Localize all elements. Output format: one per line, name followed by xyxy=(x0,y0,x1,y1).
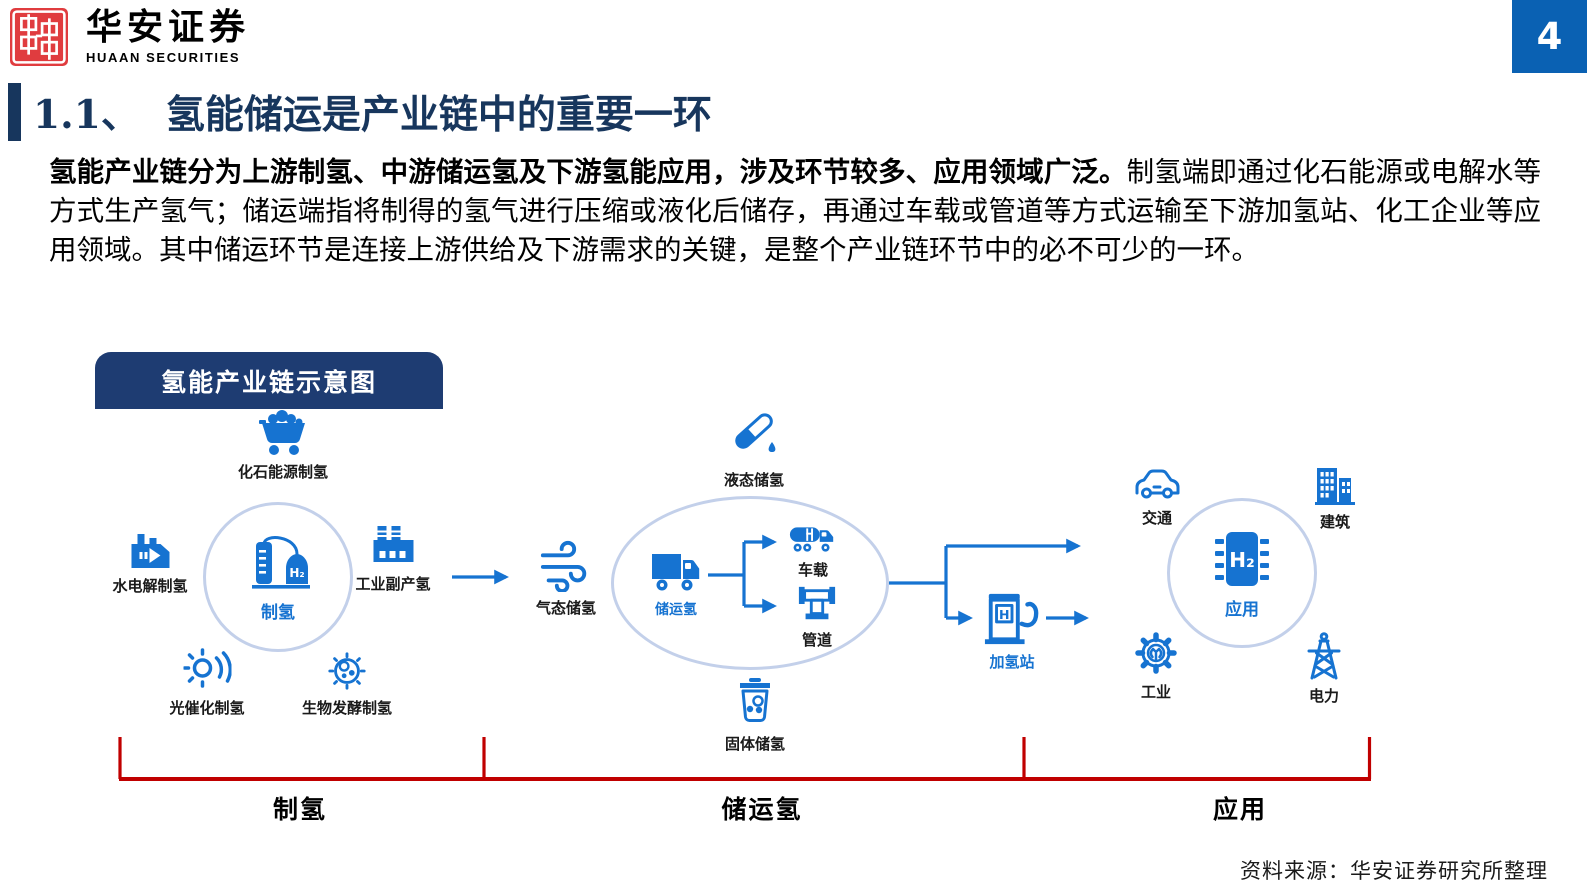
photocatalytic-label: 光催化制氢 xyxy=(169,699,245,717)
factory-icon xyxy=(372,526,413,562)
body-rest: 制氢端即通过化石能源或电解水等方式生产氢气；储运端指将制得的氢气进行压缩或液化后… xyxy=(49,156,1542,266)
production-hub-circle: H₂ 制氢 xyxy=(203,502,353,652)
building-icon xyxy=(1315,468,1355,505)
title-text: 氢能储运是产业链中的重要一环 xyxy=(165,92,712,138)
tanker-truck-icon xyxy=(789,527,834,552)
sun-rays-icon xyxy=(182,648,231,688)
application-hub-circle: H₂ 应用 xyxy=(1167,498,1317,648)
application-hub-label: 应用 xyxy=(1225,599,1259,620)
power-label: 电力 xyxy=(1308,687,1339,705)
node-biofermentation: 生物发酵制氢 xyxy=(302,650,392,718)
chip-h2-text: H₂ xyxy=(1229,548,1255,572)
body-paragraph: 氢能产业链分为上游制氢、中游储运氢及下游氢能应用，涉及环节较多、应用领域广泛。制… xyxy=(49,153,1541,270)
node-electrolysis: 水电解制氢 xyxy=(112,528,188,596)
section-label-production: 制氢 xyxy=(272,795,328,824)
node-photocatalytic: 光催化制氢 xyxy=(169,646,245,718)
company-logo: 华安证券 HUAAN SECURITIES xyxy=(10,6,251,66)
tank-h2-text: H₂ xyxy=(289,566,304,580)
source-note: 资料来源：华安证券研究所整理 xyxy=(1240,859,1548,883)
node-refueling-station: H 加氢站 xyxy=(983,590,1041,672)
production-hub-label: 制氢 xyxy=(261,602,295,623)
node-liquid-storage: 液态储氢 xyxy=(724,412,784,490)
mining-cart-icon xyxy=(258,410,305,455)
car-icon xyxy=(1135,469,1180,499)
pipeline-icon xyxy=(798,586,836,620)
gear-wrench-icon xyxy=(1135,632,1177,674)
logo-company-name: 华安证券 xyxy=(86,6,251,48)
test-tube-icon xyxy=(735,413,776,452)
node-transport: 交通 xyxy=(1133,462,1181,528)
page-number-badge: 4 xyxy=(1512,0,1587,73)
section-number: 1.1、 xyxy=(33,92,140,138)
biofermentation-label: 生物发酵制氢 xyxy=(301,699,393,717)
refueling-station-label: 加氢站 xyxy=(989,653,1035,671)
building-label: 建筑 xyxy=(1319,513,1350,531)
body-lead-bold: 氢能产业链分为上游制氢、中游储运氢及下游氢能应用，涉及环节较多、应用领域广泛。 xyxy=(49,156,1127,188)
logo-text: 华安证券 HUAAN SECURITIES xyxy=(86,6,251,65)
byproduct-label: 工业副产氢 xyxy=(355,575,431,593)
solid-storage-label: 固体储氢 xyxy=(724,735,786,753)
industry-label: 工业 xyxy=(1140,683,1171,701)
node-storage-truck: 储运氢 xyxy=(648,546,704,619)
title-accent-bar xyxy=(8,83,21,141)
node-power: 电力 xyxy=(1302,632,1346,706)
gaseous-storage-label: 气态储氢 xyxy=(535,599,597,617)
pipeline-label: 管道 xyxy=(801,631,832,649)
hydrogen-pump-icon: H xyxy=(984,593,1039,645)
electrolysis-label: 水电解制氢 xyxy=(112,577,188,595)
node-gaseous-storage: 气态储氢 xyxy=(536,538,596,618)
section-label-application: 应用 xyxy=(1212,795,1268,824)
diagram-title-box: 氢能产业链示意图 xyxy=(95,352,443,409)
h2-chip-icon: H₂ xyxy=(1215,531,1269,586)
storage-truck-label: 储运氢 xyxy=(655,602,697,618)
box-truck-icon xyxy=(652,554,700,591)
hydrogen-production-icon: H₂ xyxy=(252,535,310,589)
page-title: 1.1、氢能储运是产业链中的重要一环 xyxy=(33,84,712,140)
node-byproduct: 工业副产氢 xyxy=(355,524,431,594)
transport-label: 交通 xyxy=(1141,509,1172,527)
storage-bin-icon xyxy=(739,678,770,723)
node-pipeline: 管道 xyxy=(797,584,837,650)
liquid-storage-label: 液态储氢 xyxy=(723,471,785,489)
electrolysis-plant-icon xyxy=(130,534,169,568)
node-fossil-energy: 化石能源制氢 xyxy=(238,408,328,482)
wind-icon xyxy=(540,540,587,592)
node-vehicle-transport: 车载 xyxy=(788,522,838,580)
power-tower-icon xyxy=(1307,632,1341,680)
logo-company-name-en: HUAAN SECURITIES xyxy=(86,49,241,65)
fossil-energy-label: 化石能源制氢 xyxy=(237,463,329,481)
pump-h-letter: H xyxy=(999,607,1010,622)
node-industry: 工业 xyxy=(1133,630,1179,702)
node-building: 建筑 xyxy=(1313,464,1357,532)
section-label-storage: 储运氢 xyxy=(721,795,803,824)
huaan-seal-icon xyxy=(10,8,68,66)
node-solid-storage: 固体储氢 xyxy=(725,678,785,754)
microbe-icon xyxy=(328,652,366,690)
vehicle-transport-label: 车载 xyxy=(797,561,828,579)
